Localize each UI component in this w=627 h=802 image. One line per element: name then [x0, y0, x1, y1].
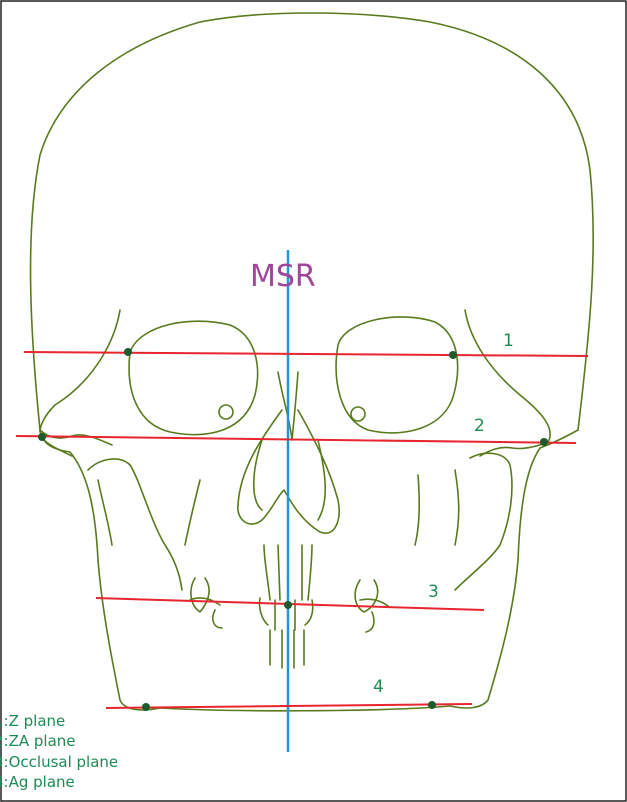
right-face-outline: [450, 430, 578, 708]
left-face-outline: [40, 430, 160, 710]
landmark-point: [540, 438, 548, 446]
right-orbit: [336, 317, 457, 433]
plane-number-1: 1: [503, 331, 514, 351]
plane-line-1: [24, 352, 588, 356]
legend-item: 2:ZA plane: [0, 732, 76, 750]
landmark-point: [284, 601, 292, 609]
left-orbit: [129, 321, 258, 434]
plane-number-2: 2: [474, 416, 485, 436]
skull-outline: [31, 13, 594, 711]
landmark-point: [428, 701, 436, 709]
legend-item: 1:Z plane: [0, 712, 65, 730]
plane-number-3: 3: [428, 582, 439, 602]
cranium-outline: [31, 13, 594, 430]
landmark-points: [38, 348, 548, 711]
landmark-point: [38, 433, 46, 441]
msr-label: MSR: [250, 259, 316, 294]
plane-number-4: 4: [373, 677, 384, 697]
legend: 1:Z plane 2:ZA plane 3:Occlusal plane 4:…: [0, 712, 118, 791]
legend-item: 4:Ag plane: [0, 773, 75, 791]
landmark-point: [142, 703, 150, 711]
landmark-point: [449, 351, 457, 359]
legend-item: 3:Occlusal plane: [0, 753, 118, 771]
landmark-point: [124, 348, 132, 356]
